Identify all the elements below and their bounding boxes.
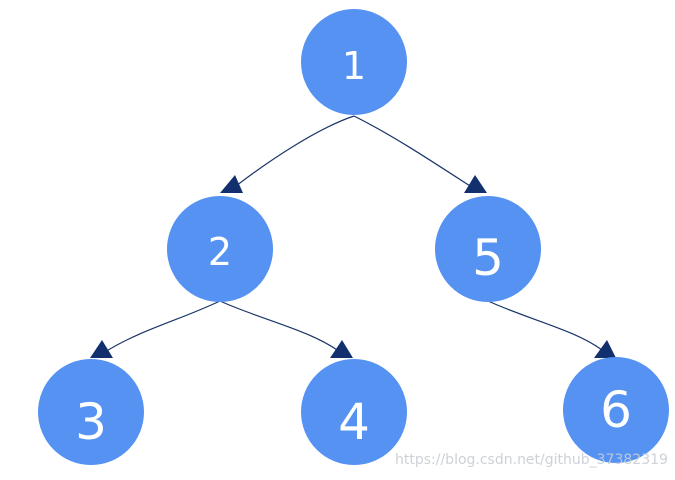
node-label-1: 1 bbox=[342, 44, 366, 88]
tree-node-6: 6 bbox=[563, 357, 669, 463]
tree-node-4: 4 bbox=[301, 359, 407, 465]
edge-n2-n3 bbox=[104, 300, 221, 353]
node-label-4: 4 bbox=[338, 393, 370, 451]
watermark-text: https://blog.csdn.net/github_37382319 bbox=[395, 452, 668, 468]
edge-n5-n6 bbox=[487, 300, 603, 351]
arrowhead-n3 bbox=[90, 340, 113, 358]
node-label-5: 5 bbox=[472, 229, 504, 287]
tree-node-3: 3 bbox=[38, 359, 144, 465]
arrowhead-n5 bbox=[464, 175, 487, 193]
arrowhead-n6 bbox=[594, 340, 616, 358]
edge-n1-n5 bbox=[353, 115, 471, 187]
tree-node-1: 1 bbox=[301, 9, 407, 115]
edge-n1-n2 bbox=[235, 115, 355, 187]
edges bbox=[90, 115, 616, 358]
nodes: 1 2 5 3 4 6 bbox=[38, 9, 669, 465]
arrowhead-n2 bbox=[220, 175, 243, 193]
arrowhead-n4 bbox=[330, 340, 353, 358]
node-label-2: 2 bbox=[208, 230, 232, 274]
node-label-3: 3 bbox=[75, 393, 107, 451]
node-label-6: 6 bbox=[600, 381, 632, 439]
tree-node-5: 5 bbox=[435, 196, 541, 302]
tree-node-2: 2 bbox=[167, 196, 273, 302]
edge-n2-n4 bbox=[219, 300, 341, 353]
